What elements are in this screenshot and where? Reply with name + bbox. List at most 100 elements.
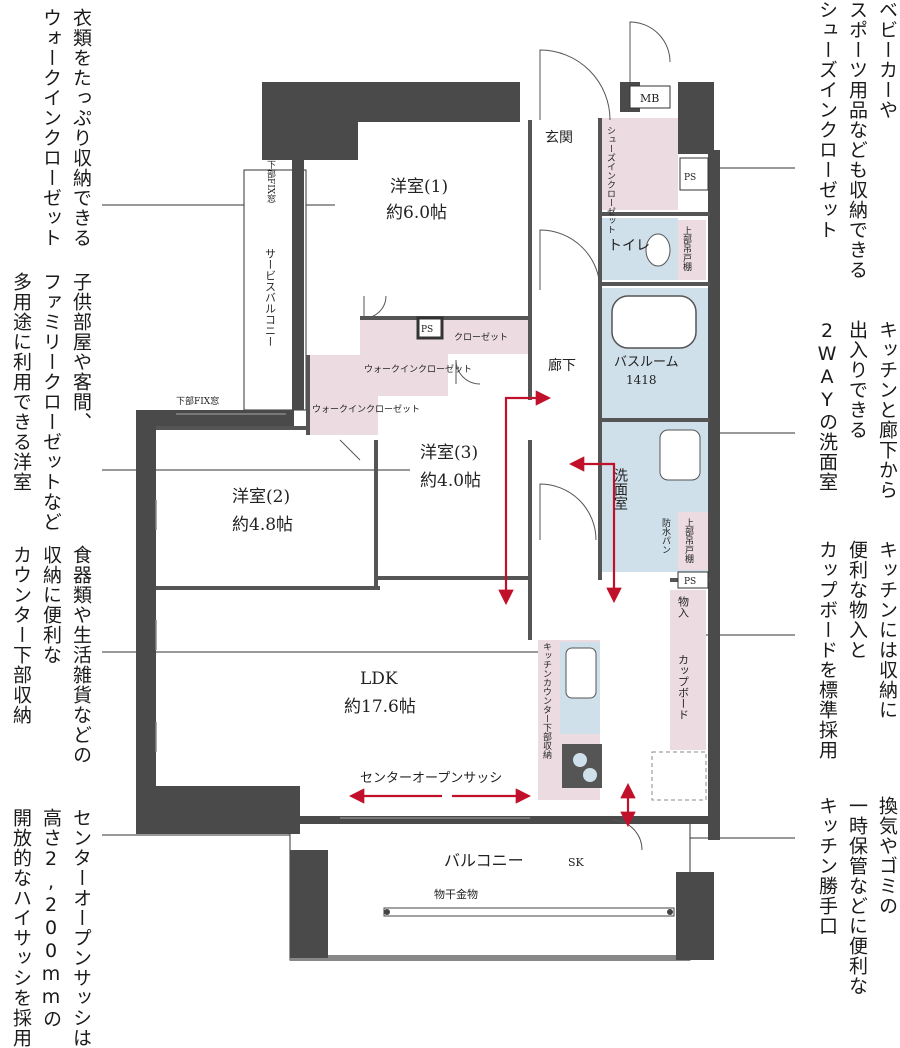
callout-text: ウォークインクローゼット <box>40 8 62 248</box>
wall <box>676 872 714 960</box>
wall <box>708 150 720 840</box>
storage-fill <box>670 590 706 640</box>
room-label-washroom: 洗面室 <box>612 468 628 510</box>
room-size-western2: 約4.8帖 <box>232 515 293 535</box>
label-kitchen-counter-storage: キッチンカウンター下部収納 <box>541 642 552 760</box>
callout-text: スポーツ用品なども収納できる <box>846 0 868 280</box>
callout-text: ファミリークローゼットなど <box>40 272 62 532</box>
label-wic2: ウォークインクローゼット <box>312 403 420 415</box>
room-size-ldk: 約17.6帖 <box>344 697 416 717</box>
callout-text: 便利な物入と <box>846 540 868 660</box>
label-upper-shelf: 上部吊戸棚 <box>681 226 692 272</box>
label-fix-window-vertical: 下部FIX窓 <box>265 160 276 203</box>
callout-text: 収納に便利な <box>40 545 62 665</box>
label-drying-rack: 物干金物 <box>434 887 478 901</box>
wic2-fill <box>308 355 378 435</box>
kitchen-sink <box>565 647 597 699</box>
callout-text: 子供部屋や客間、 <box>70 272 92 432</box>
callout-text: シューズインクローゼット <box>816 0 838 240</box>
washbasin <box>659 429 701 481</box>
cupboard-fill <box>670 640 706 750</box>
callout-text: キッチンには収納に <box>876 540 898 720</box>
room-size-western1: 約6.0帖 <box>386 203 447 223</box>
wall <box>290 850 328 958</box>
room-label-bathroom: バスルーム <box>614 355 679 370</box>
wall <box>136 410 156 830</box>
door-swing <box>539 49 611 121</box>
upper-shelf-fill <box>678 220 706 280</box>
room-label-toilet: トイレ <box>608 238 650 254</box>
bathtub <box>611 295 697 349</box>
room-label-western1: 洋室(1) <box>390 177 448 197</box>
wall <box>292 120 304 410</box>
shoes-closet-fill <box>600 118 678 210</box>
label-waterproof-pan: 防水パン <box>660 517 671 554</box>
label-cupboard: カップボード <box>677 654 690 720</box>
label-ps: PS <box>684 577 696 587</box>
balcony-area <box>289 819 691 961</box>
drying-rack-end <box>667 909 673 915</box>
wall <box>300 816 710 824</box>
room-label-western3: 洋室(3) <box>420 443 478 463</box>
exterior-walls <box>136 82 720 840</box>
wall <box>262 82 358 160</box>
label-center-open-sash: センターオープンサッシ <box>360 771 502 786</box>
callout-text: 衣類をたっぷり収納できる <box>70 8 92 248</box>
label-wic1: ウォークインクローゼット <box>364 363 472 375</box>
room-label-bath-size: 1418 <box>626 373 657 387</box>
closet-fill <box>448 318 530 354</box>
upper-shelf-fill <box>678 512 708 570</box>
label-closet: クローゼット <box>454 331 508 343</box>
door-swing <box>339 439 361 461</box>
room-label-entrance: 玄関 <box>545 129 573 146</box>
wall <box>678 82 714 154</box>
door-swing <box>629 21 671 82</box>
callout-text: キッチン勝手口 <box>816 796 838 936</box>
label-shoes-closet: シューズインクローゼット <box>605 126 616 234</box>
toilet-bowl <box>645 233 671 267</box>
callout-text: センターオープンサッシは <box>70 808 92 1048</box>
room-label-balcony: バルコニー <box>444 851 524 870</box>
burner <box>583 768 597 782</box>
label-upper-shelf: 上部吊戸棚 <box>683 518 694 564</box>
room-size-western3: 約4.0帖 <box>420 471 481 491</box>
room-label-western2: 洋室(2) <box>232 487 290 507</box>
label-service-balcony: サービスバルコニー <box>264 248 277 347</box>
ps-box <box>416 316 444 340</box>
callout-text: 食器類や生活雑貨などの <box>70 545 92 765</box>
callout-text: ベビーカーや <box>876 0 898 120</box>
burner <box>573 753 587 767</box>
label-mb: MB <box>640 92 659 105</box>
balcony-rail <box>290 955 690 961</box>
label-storage: 物入 <box>677 595 690 618</box>
door-swing <box>539 483 597 541</box>
callout-text: 高さ2,200mmの <box>40 808 62 1029</box>
callout-text: 換気やゴミの <box>876 796 898 916</box>
callout-text: カップボードを標準採用 <box>816 540 838 760</box>
mb-box <box>629 85 671 109</box>
callout-text: 多用途に利用できる洋室 <box>10 272 32 492</box>
door-swing <box>611 819 643 851</box>
callout-text: 2WAYの洗面室 <box>816 320 838 492</box>
arrow-corridor <box>498 390 552 606</box>
drying-rack-end <box>384 909 390 915</box>
wall <box>136 786 300 834</box>
label-ps: PS <box>684 173 696 183</box>
door-swing <box>363 295 387 319</box>
callout-text: 一時保管などに便利な <box>846 796 868 996</box>
label-ps: PS <box>421 325 433 335</box>
ps-box <box>677 571 709 589</box>
wall <box>136 410 294 428</box>
callout-text: 開放的なハイサッシを採用 <box>10 808 32 1048</box>
door-swing <box>455 359 481 385</box>
windows <box>155 413 530 819</box>
label-sk: SK <box>568 856 585 869</box>
fridge-space <box>651 751 707 801</box>
room-label-corridor: 廊下 <box>548 357 576 374</box>
flow-arrows <box>348 390 636 828</box>
callout-text: キッチンと廊下から <box>876 320 898 500</box>
ps-box <box>679 157 709 191</box>
callout-text: カウンター下部収納 <box>10 545 32 725</box>
label-fix-window: 下部FIX窓 <box>176 395 219 407</box>
